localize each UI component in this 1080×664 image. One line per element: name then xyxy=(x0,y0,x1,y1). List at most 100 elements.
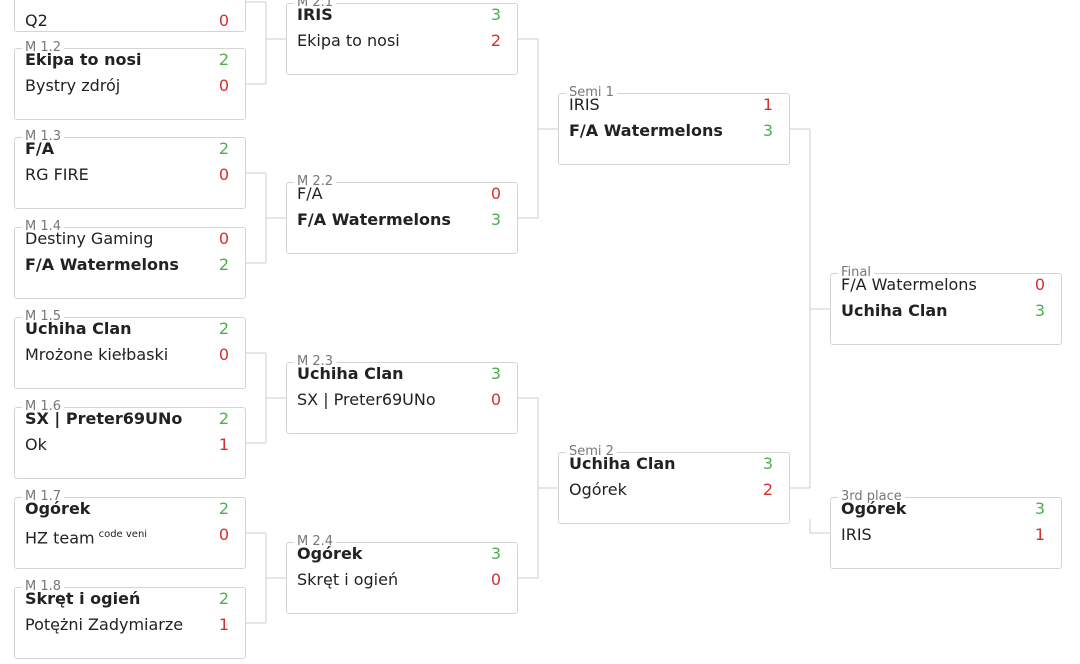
team-name: F/A xyxy=(25,136,223,162)
team-name-text: F/A Watermelons xyxy=(297,210,451,229)
team-name: Skręt i ogień xyxy=(297,567,495,593)
team-name-text: Ogórek xyxy=(25,499,91,518)
team-score: 0 xyxy=(490,390,501,409)
match-label: Final xyxy=(838,265,874,281)
team-name-text: F/A Watermelons xyxy=(25,255,179,274)
team-name: F/A Watermelons xyxy=(25,252,223,278)
team-score: 0 xyxy=(218,76,229,95)
team-score: 2 xyxy=(218,139,229,158)
team-score: 1 xyxy=(218,615,229,634)
team-score: 2 xyxy=(762,480,773,499)
team-name-text: Uchiha Clan xyxy=(841,301,948,320)
team-name: Bystry zdrój xyxy=(25,73,223,99)
team-name: Ogórek xyxy=(25,496,223,522)
team-name-text: SX | Preter69UNo xyxy=(25,409,183,428)
team-name: Skręt i ogień xyxy=(25,586,223,612)
team-name-text: F/A Watermelons xyxy=(841,275,977,294)
team-name: IRIS xyxy=(297,2,495,28)
team-name: F/A xyxy=(297,181,495,207)
team-score: 3 xyxy=(762,121,773,140)
team-name-text: IRIS xyxy=(841,525,872,544)
team-name: Uchiha Clan xyxy=(25,316,223,342)
team-name-text: Ok xyxy=(25,435,47,454)
team-score: 3 xyxy=(762,454,773,473)
team-score: 3 xyxy=(490,364,501,383)
team-name-text: Skręt i ogień xyxy=(25,589,141,608)
team-score: 2 xyxy=(218,499,229,518)
team-name-text: Ogórek xyxy=(841,499,907,518)
team-name: IRIS xyxy=(841,522,1039,548)
team-score: 0 xyxy=(218,345,229,364)
match-label: M 1.5 xyxy=(22,309,65,325)
team-name-text: Mrożone kiełbaski xyxy=(25,345,169,364)
team-name: Ekipa to nosi xyxy=(25,47,223,73)
team-score: 1 xyxy=(1034,525,1045,544)
team-score: 2 xyxy=(218,255,229,274)
team-name: Ogórek xyxy=(297,541,495,567)
match-label: M 1.7 xyxy=(22,489,65,505)
team-name: SX | Preter69UNo xyxy=(297,387,495,413)
team-score: 0 xyxy=(1034,275,1045,294)
team-score: 0 xyxy=(218,165,229,184)
team-name: Destiny Gaming xyxy=(25,226,223,252)
team-score: 3 xyxy=(1034,301,1045,320)
team-name-text: Bystry zdrój xyxy=(25,76,121,95)
team-name: Ogórek xyxy=(569,477,767,503)
team-name: Uchiha Clan xyxy=(841,298,1039,324)
team-score: 0 xyxy=(218,229,229,248)
team-name: Mrożone kiełbaski xyxy=(25,342,223,368)
match-label: 3rd place xyxy=(838,489,905,505)
team-score: 0 xyxy=(218,11,229,30)
team-name: Uchiha Clan xyxy=(569,451,767,477)
team-name-text: RG FIRE xyxy=(25,165,89,184)
team-score: 2 xyxy=(218,409,229,428)
match-label: M 2.4 xyxy=(294,534,337,550)
match-label: M 2.3 xyxy=(294,354,337,370)
team-score: 0 xyxy=(490,570,501,589)
team-name-text: F/A xyxy=(297,184,323,203)
team-score: 2 xyxy=(218,50,229,69)
match-label: M 1.3 xyxy=(22,129,65,145)
team-name-text: F/A Watermelons xyxy=(569,121,723,140)
team-name: Q2 xyxy=(25,8,223,34)
team-name-text: Ekipa to nosi xyxy=(297,31,400,50)
team-name-text: Potężni Zadymiarze xyxy=(25,615,184,634)
team-name-text: F/A xyxy=(25,139,55,158)
team-score: 2 xyxy=(490,31,501,50)
team-name: F/A Watermelons xyxy=(569,118,767,144)
match-label: M 1.8 xyxy=(22,579,65,595)
team-score: 3 xyxy=(490,210,501,229)
team-score: 1 xyxy=(218,435,229,454)
team-name-text: IRIS xyxy=(569,95,600,114)
match-label: M 2.2 xyxy=(294,174,337,190)
team-name-text: Destiny Gaming xyxy=(25,229,154,248)
team-name-text: Skręt i ogień xyxy=(297,570,399,589)
team-name-text: Uchiha Clan xyxy=(569,454,676,473)
team-name: SX | Preter69UNo xyxy=(25,406,223,432)
team-name-text: SX | Preter69UNo xyxy=(297,390,436,409)
team-score: 3 xyxy=(490,5,501,24)
team-name-text: Ekipa to nosi xyxy=(25,50,142,69)
team-name: F/A Watermelons xyxy=(841,272,1039,298)
team-name-text: Uchiha Clan xyxy=(297,364,404,383)
team-name: IRIS xyxy=(569,92,767,118)
